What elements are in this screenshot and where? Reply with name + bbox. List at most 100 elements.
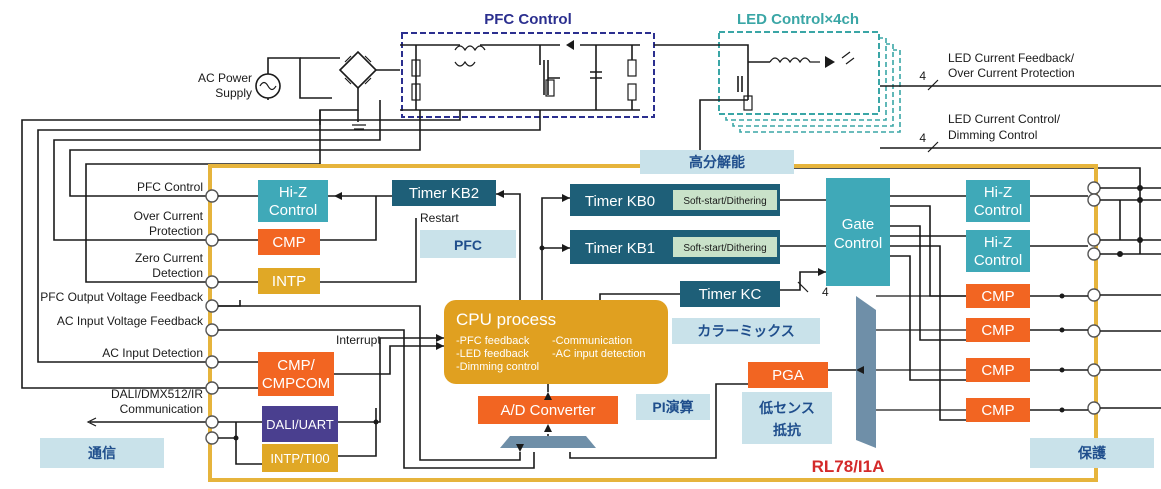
hiz-left-label-2: Control xyxy=(269,202,317,219)
cpu-process-block xyxy=(444,300,668,384)
pfc-control-title: PFC Control xyxy=(484,11,572,28)
cmpcom-label-2: CMPCOM xyxy=(262,375,330,392)
gate-label-2: Control xyxy=(834,235,882,252)
intp-ti00-block xyxy=(262,444,338,472)
cpu-item-4: -AC input detection xyxy=(552,348,646,360)
pin-ocp xyxy=(205,233,219,247)
capacitor-icon xyxy=(590,45,602,110)
tag-protection: 保護 xyxy=(1077,445,1107,461)
arrows xyxy=(334,190,864,452)
led-control-label-1: LED Current Control/ xyxy=(948,112,1061,126)
tag-high-resolution: 高分解能 xyxy=(689,154,745,170)
cmp-right-4-block xyxy=(966,398,1030,422)
hiz-left-label-1: Hi-Z xyxy=(279,184,307,201)
pin-label-pfc-out-fb: PFC Output Voltage Feedback xyxy=(40,290,204,304)
power-stage: AC Power Supply PFC Control LED Control×… xyxy=(198,11,901,133)
soft-start-0-chip xyxy=(673,190,777,210)
adc-mux-icon xyxy=(500,436,596,448)
pin-dali-1 xyxy=(205,415,219,429)
pin-label-dali-1: DALI/DMX512/IR xyxy=(111,387,203,401)
tag-pi-calc: PI演算 xyxy=(652,399,693,415)
timer-kb0-label: Timer KB0 xyxy=(585,193,655,210)
hiz-right-2-label-1: Hi-Z xyxy=(984,234,1012,251)
cmp-right-2-block xyxy=(966,318,1030,342)
pfc-control-region xyxy=(401,32,655,118)
blocks: Hi-Z Control Timer KB2 Restart CMP INTP … xyxy=(258,178,1030,472)
cmp-right-1-block xyxy=(966,284,1030,308)
gate-label-1: Gate xyxy=(842,216,875,233)
intp-ti00-label: INTP/TI00 xyxy=(270,451,329,466)
bus-width-2: 4 xyxy=(919,131,926,145)
ac-supply-label-2: Supply xyxy=(215,86,252,100)
chip-name: RL78/I1A xyxy=(812,457,885,476)
interrupt-label: Interrupt xyxy=(336,333,381,347)
pin-label-pfc-control: PFC Control xyxy=(137,180,203,194)
pin-dali-2 xyxy=(205,431,219,445)
gate-control-block xyxy=(826,178,890,286)
cmpcom-block xyxy=(258,352,334,396)
tag-pfc: PFC xyxy=(454,237,482,253)
hiz-right-2-label-2: Control xyxy=(974,252,1022,269)
cmp-right-4-label: CMP xyxy=(981,402,1014,419)
timer-kb2-label: Timer KB2 xyxy=(409,185,479,202)
diode-icon xyxy=(566,40,574,50)
timer-kb2-block xyxy=(392,180,496,206)
adc-block xyxy=(478,396,618,424)
timer-kc-block xyxy=(680,281,780,307)
cmp-right-1-label: CMP xyxy=(981,288,1014,305)
internal-wiring: 4 xyxy=(218,193,1088,469)
intp-label: INTP xyxy=(272,273,306,290)
left-pins: PFC Control Over Current Protection Zero… xyxy=(40,180,219,445)
hiz-right-1-label-1: Hi-Z xyxy=(984,184,1012,201)
pin-ac-in-det-1 xyxy=(205,355,219,369)
pin-label-zcd-1: Zero Current xyxy=(135,251,204,265)
soft-start-1-label: Soft-start/Dithering xyxy=(683,243,766,254)
restart-label: Restart xyxy=(420,211,459,225)
inductor-icon xyxy=(769,57,820,64)
tag-low-sense-1: 低センス xyxy=(758,400,815,416)
pga-label: PGA xyxy=(772,367,804,384)
soft-start-0-label: Soft-start/Dithering xyxy=(683,196,766,207)
bus-width-3: 4 xyxy=(822,285,829,299)
cmp-right-2-label: CMP xyxy=(981,322,1014,339)
cmpcom-label-1: CMP/ xyxy=(277,357,315,374)
pin-label-ocp-1: Over Current xyxy=(134,209,204,223)
right-pins xyxy=(1087,181,1161,415)
hiz-left-block xyxy=(258,180,328,222)
pin-label-ocp-2: Protection xyxy=(149,224,203,238)
tag-low-sense-2: 抵抗 xyxy=(773,422,801,438)
pin-ac-in-det-2 xyxy=(205,381,219,395)
pin-pfc-out-fb xyxy=(205,299,219,313)
cmp-left-label: CMP xyxy=(272,234,305,251)
led-feedback-label-2: Over Current Protection xyxy=(948,66,1075,80)
cmp-left-block xyxy=(258,229,320,255)
led-feedback-label-1: LED Current Feedback/ xyxy=(948,51,1075,65)
led-control-title: LED Control×4ch xyxy=(737,11,859,28)
hiz-right-2-block xyxy=(966,230,1030,272)
timer-kb1-label: Timer KB1 xyxy=(585,240,655,257)
tag-comm: 通信 xyxy=(88,445,116,461)
tag-color-mix: カラーミックス xyxy=(697,323,795,339)
cmp-right-3-block xyxy=(966,358,1030,382)
dali-uart-block xyxy=(262,406,338,442)
led-control-label-2: Dimming Control xyxy=(948,128,1037,142)
led-icon xyxy=(825,56,835,68)
cpu-title: CPU process xyxy=(456,310,556,329)
cpu-item-2: -Communication xyxy=(552,335,632,347)
pin-label-ac-in-det: AC Input Detection xyxy=(102,346,203,360)
bus-width-1: 4 xyxy=(919,69,926,83)
ground-icon xyxy=(352,124,366,130)
ac-wave-icon xyxy=(259,81,277,91)
ac-supply-label-1: AC Power xyxy=(198,71,252,85)
cpu-item-3: -LED feedback xyxy=(456,348,529,360)
hiz-right-1-block xyxy=(966,180,1030,222)
cpu-item-1: -PFC feedback xyxy=(456,335,530,347)
pin-label-zcd-2: Detection xyxy=(152,266,203,280)
bridge-rectifier-icon xyxy=(338,50,378,90)
cpu-item-5: -Dimming control xyxy=(456,361,539,373)
pin-pfc-control xyxy=(205,189,219,203)
pin-label-ac-in-fb: AC Input Voltage Feedback xyxy=(57,314,204,328)
pin-ac-in-fb xyxy=(205,323,219,337)
